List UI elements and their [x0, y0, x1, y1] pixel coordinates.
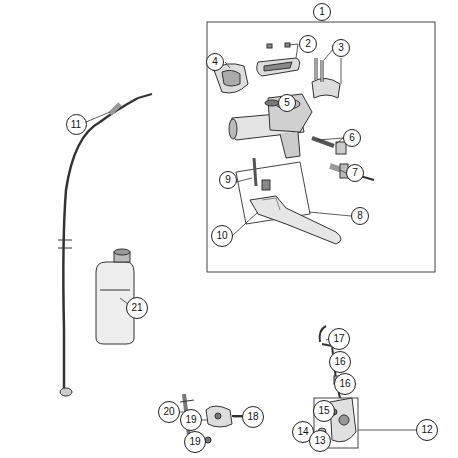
callout-number: 3	[332, 39, 350, 57]
callout-number: 19	[180, 409, 202, 431]
callout-number: 17	[328, 328, 350, 350]
leader-lines	[86, 22, 417, 442]
group-frame	[207, 22, 435, 272]
callout-number: 18	[242, 406, 264, 428]
callout-number: 12	[416, 419, 438, 441]
callout-number: 16	[334, 373, 356, 395]
push-rod	[312, 138, 346, 154]
master-cylinder	[229, 94, 312, 158]
callout-number: 19	[184, 431, 206, 453]
callout-number: 21	[126, 297, 148, 319]
brake-fluid-bottle	[96, 249, 134, 344]
callout-number: 20	[158, 401, 180, 423]
callout-number: 16	[329, 351, 351, 373]
brake-line	[58, 94, 152, 396]
callout-number: 2	[299, 35, 317, 53]
screws	[267, 43, 290, 48]
callout-number: 1	[313, 3, 331, 21]
clamp	[312, 78, 340, 98]
callout-number: 11	[66, 114, 87, 135]
bleed-adapter	[205, 406, 244, 443]
callout-number: 6	[343, 129, 361, 147]
callout-number: 10	[211, 225, 233, 247]
callout-number: 8	[351, 207, 369, 225]
reservoir-cap	[257, 58, 300, 76]
callout-number: 7	[346, 164, 364, 182]
callout-number: 9	[219, 171, 237, 189]
callout-number: 15	[313, 400, 335, 422]
callout-number: 5	[278, 94, 296, 112]
callout-number: 13	[309, 430, 331, 452]
callout-number: 4	[206, 53, 224, 71]
hand-lever	[250, 196, 341, 244]
